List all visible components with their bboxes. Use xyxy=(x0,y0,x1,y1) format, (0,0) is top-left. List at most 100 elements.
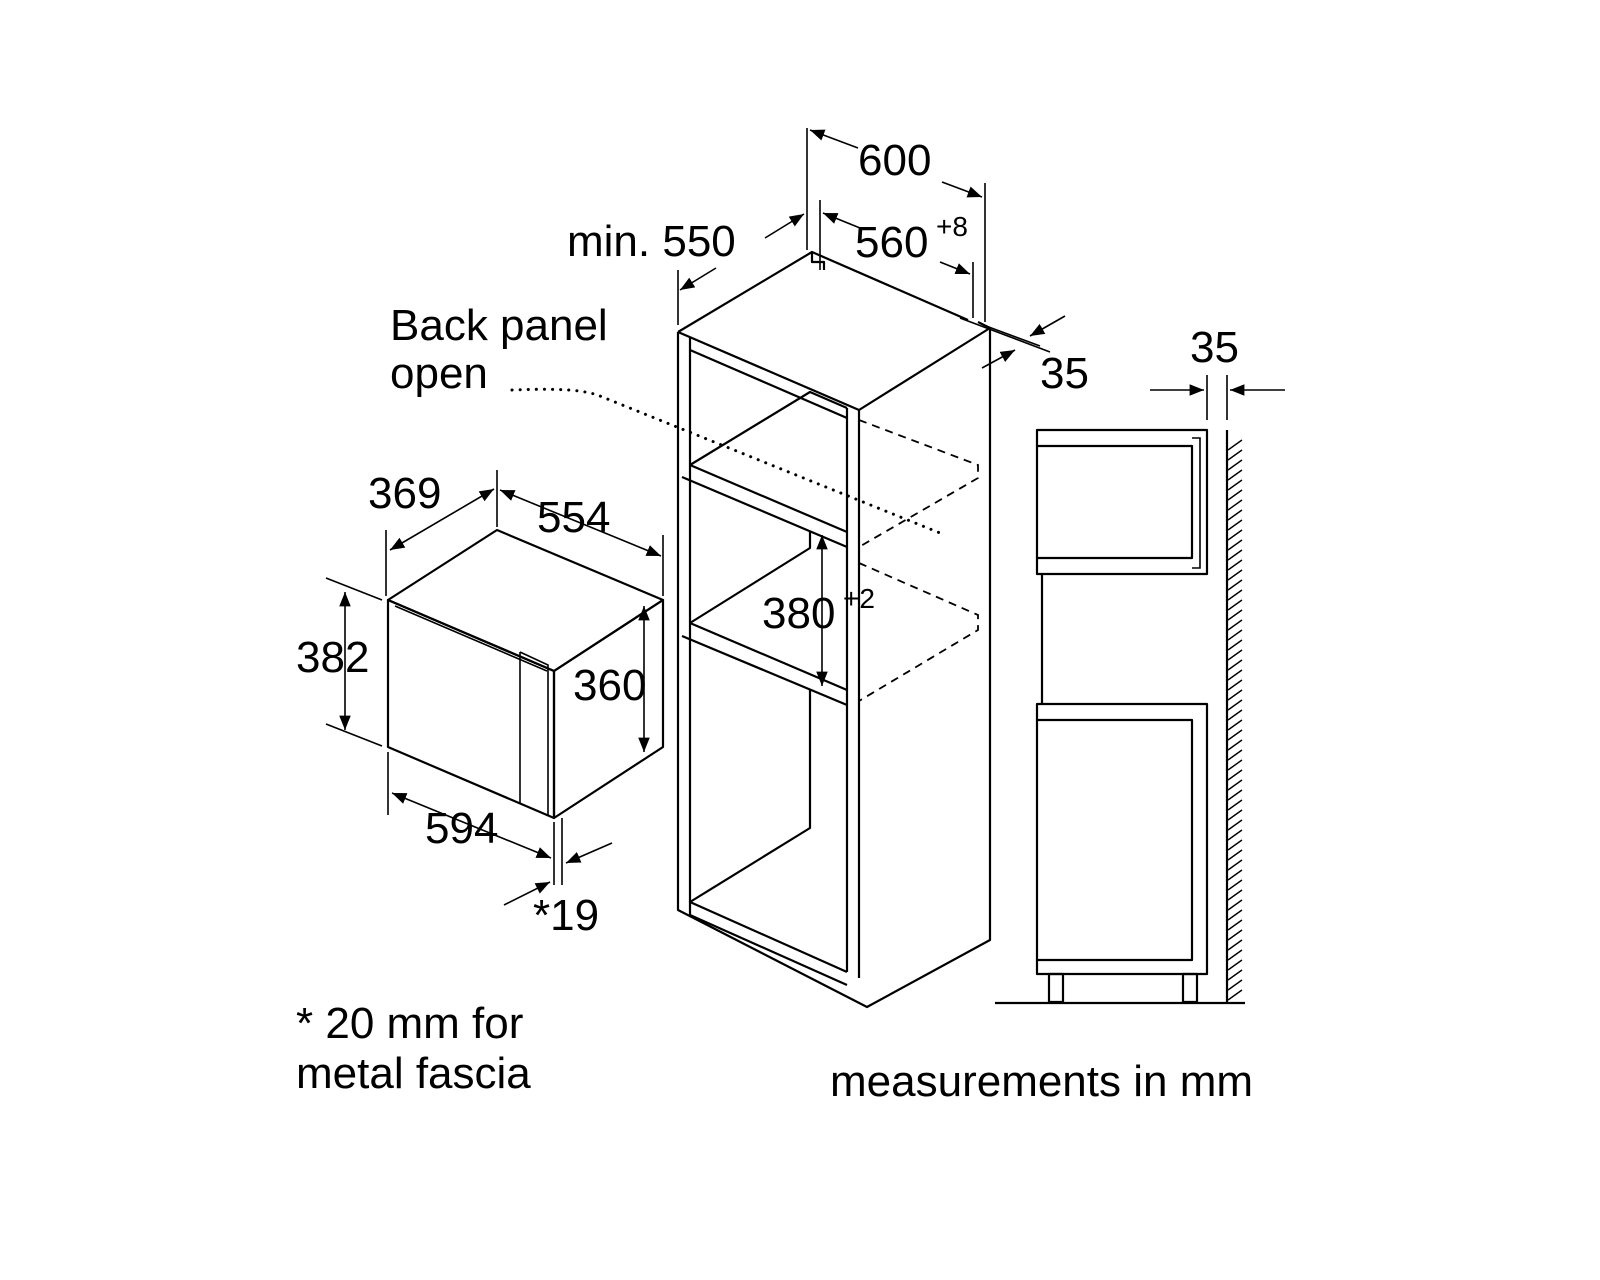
dim-35-ext-line-1 xyxy=(959,317,1051,353)
dim-550-arrow-left xyxy=(679,267,717,291)
hatch-line xyxy=(1227,619,1243,631)
label-600: 600 xyxy=(858,136,931,185)
hatch-line xyxy=(1227,669,1243,681)
hatch-line xyxy=(1227,899,1243,911)
label-open: open xyxy=(390,349,488,398)
hatch-line xyxy=(1227,859,1243,871)
dim-600-arrow-right xyxy=(941,181,983,198)
plinth-line xyxy=(689,913,848,987)
cabinet-dimensions xyxy=(510,128,1066,686)
hatch-line xyxy=(1227,599,1243,611)
hatch-line xyxy=(1227,869,1243,881)
dim-369-line xyxy=(389,488,495,551)
dim-554-line xyxy=(499,489,662,557)
upper-inner-top xyxy=(689,348,848,420)
hatch-line xyxy=(1227,509,1243,521)
shelf-2-bottom xyxy=(681,634,848,707)
hatch-line xyxy=(1227,559,1243,571)
label-35-gap: 35 xyxy=(1190,323,1239,372)
label-560: 560 xyxy=(855,218,928,267)
niche-open-back-dashed xyxy=(858,562,979,702)
hatch-line xyxy=(1227,769,1243,781)
hatch-line xyxy=(1227,989,1243,1001)
hatch-line xyxy=(1227,799,1243,811)
hatch-line xyxy=(1227,529,1243,541)
microwave-drawing xyxy=(386,528,665,820)
cabinet-outline xyxy=(676,321,992,1009)
hatch-line xyxy=(1227,589,1243,601)
label-19: *19 xyxy=(533,891,599,940)
hatch-line xyxy=(1227,819,1243,831)
hatch-line xyxy=(1227,679,1243,691)
hatch-line xyxy=(1227,479,1243,491)
dim-19-arrow-right xyxy=(565,842,613,864)
hatch-line xyxy=(1227,739,1243,751)
label-369: 369 xyxy=(368,469,441,518)
dim-35-arrow-top xyxy=(1029,315,1066,337)
hatch-line xyxy=(1227,849,1243,861)
note-fascia-line1: * 20 mm for xyxy=(296,999,523,1048)
upper-open-back-dashed xyxy=(858,419,979,548)
dim-35-ext-line-2 xyxy=(985,325,1041,347)
shelf-1-top xyxy=(689,463,848,534)
side-foot-left xyxy=(1047,972,1065,1004)
lower-inner-edges xyxy=(688,690,848,974)
hatch-line xyxy=(1227,949,1243,961)
side-view-drawing xyxy=(995,428,1245,1005)
hatch-line xyxy=(1227,639,1243,651)
side-lower-inner xyxy=(1037,718,1194,962)
dim-594-line xyxy=(391,792,552,859)
dim-600-arrow-left xyxy=(809,129,859,149)
label-back-panel: Back panel xyxy=(390,301,608,350)
hatch-line xyxy=(1227,759,1243,771)
hatch-line xyxy=(1227,659,1243,671)
hatch-line xyxy=(1227,729,1243,741)
hatch-line xyxy=(1227,609,1243,621)
microwave-front-face xyxy=(386,598,556,820)
dim-35-arrow-bottom xyxy=(981,349,1016,369)
hatch-line xyxy=(1227,469,1243,481)
note-units: measurements in mm xyxy=(830,1057,1253,1106)
hatch-line xyxy=(1227,829,1243,841)
hatch-line xyxy=(1227,689,1243,701)
hatch-line xyxy=(1227,539,1243,551)
hatch-line xyxy=(1227,449,1243,461)
hatch-line xyxy=(1227,719,1243,731)
hatch-line xyxy=(1227,779,1243,791)
hatch-line xyxy=(1227,709,1243,721)
hatch-line xyxy=(1227,649,1243,661)
back-panel-leader xyxy=(510,387,947,537)
wall-hatching xyxy=(1227,439,1243,1001)
side-upper-inner xyxy=(1037,444,1194,560)
hatch-line xyxy=(1227,809,1243,821)
hatch-line xyxy=(1227,629,1243,641)
label-382: 382 xyxy=(296,633,369,682)
hatch-line xyxy=(1227,889,1243,901)
dim-560-arrow-left xyxy=(822,212,861,229)
cabinet-top-notch xyxy=(810,252,826,270)
hatch-line xyxy=(1227,699,1243,711)
microwave-front-inner-edge xyxy=(394,605,548,672)
note-fascia-line2: metal fascia xyxy=(296,1049,531,1098)
hatch-line xyxy=(1227,969,1243,981)
hatch-line xyxy=(1227,499,1243,511)
microwave-side-face xyxy=(552,598,665,820)
hatch-line xyxy=(1227,569,1243,581)
upper-back-edge xyxy=(689,390,848,466)
hatch-line xyxy=(1227,959,1243,971)
dim-550-arrow-right xyxy=(764,213,805,239)
hatch-line xyxy=(1227,929,1243,941)
hatch-line xyxy=(1227,579,1243,591)
label-360: 360 xyxy=(573,661,646,710)
hatch-line xyxy=(1227,879,1243,891)
hatch-line xyxy=(1227,439,1243,451)
hatch-line xyxy=(1227,839,1243,851)
label-554: 554 xyxy=(537,493,610,542)
label-min-550: min. 550 xyxy=(567,217,736,266)
side-upper-door xyxy=(1192,437,1201,569)
side-lower-cabinet xyxy=(1035,702,1209,976)
hatch-line xyxy=(1227,939,1243,951)
microwave-control-panel xyxy=(519,651,549,815)
